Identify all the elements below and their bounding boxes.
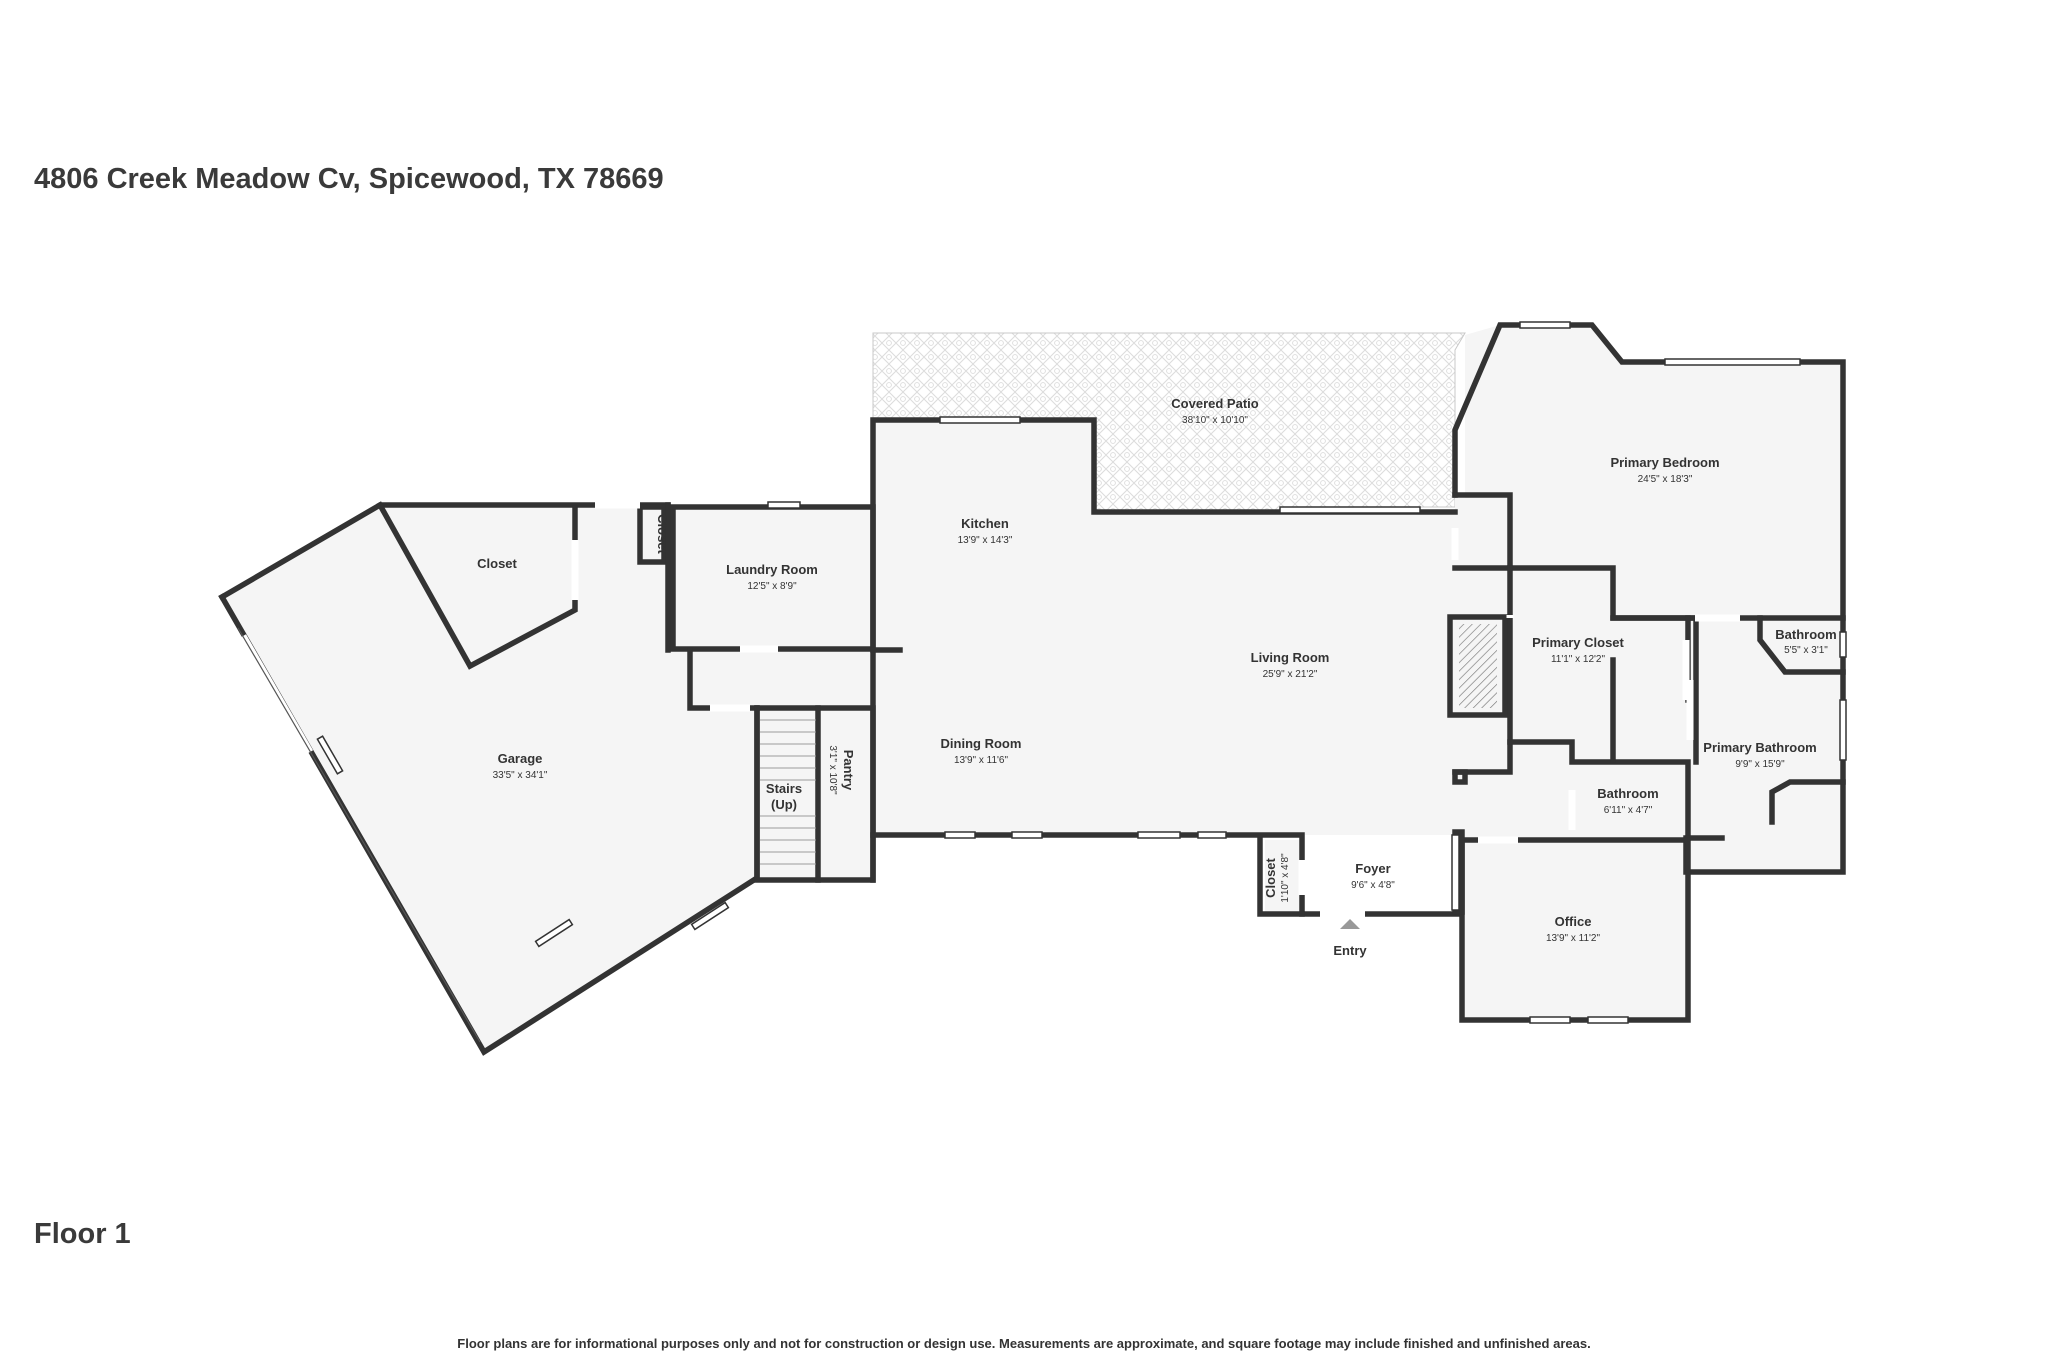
covered-patio-label: Covered Patio — [1171, 396, 1258, 411]
closet-small-label: Closet — [655, 514, 670, 554]
kitchen-label: Kitchen — [961, 516, 1009, 531]
bathroom-label: Bathroom — [1597, 786, 1658, 801]
fireplace — [1459, 624, 1497, 708]
stairs-sub-label: (Up) — [771, 797, 797, 812]
garage-door-line — [237, 627, 481, 1043]
primary-bedroom-label: Primary Bedroom — [1610, 455, 1719, 470]
primary-closet-dim: 11'1" x 12'2" — [1551, 654, 1606, 665]
disclaimer-text: Floor plans are for informational purpos… — [457, 1336, 1591, 1351]
stairs-label: Stairs — [766, 781, 802, 796]
primary-closet-label: Primary Closet — [1532, 635, 1624, 650]
closet-foyer-dim: 1'10" x 4'8" — [1280, 853, 1291, 903]
closet-foyer-label: Closet — [1263, 857, 1278, 897]
kitchen-dim: 13'9" x 14'3" — [958, 535, 1013, 546]
property-address: 4806 Creek Meadow Cv, Spicewood, TX 7866… — [34, 163, 664, 195]
pantry-label: Pantry — [841, 750, 856, 791]
windows — [316, 321, 1847, 1024]
closet-garage-label: Closet — [477, 556, 517, 571]
bathroom-dim: 6'11" x 4'7" — [1604, 805, 1653, 816]
bathroom-small-dim: 5'5" x 3'1" — [1784, 645, 1828, 656]
foyer-dim: 9'6" x 4'8" — [1351, 880, 1395, 891]
laundry-room-label: Laundry Room — [726, 562, 818, 577]
foyer-label: Foyer — [1355, 861, 1390, 876]
dining-room-label: Dining Room — [941, 736, 1022, 751]
primary-bathroom-dim: 9'9" x 15'9" — [1735, 759, 1785, 770]
entry-arrow-icon — [1340, 919, 1360, 929]
stair-treads — [760, 719, 816, 865]
room-labels: Covered Patio 38'10" x 10'10" Primary Be… — [477, 396, 1837, 958]
office-label: Office — [1555, 914, 1592, 929]
bathroom-small-label: Bathroom — [1775, 627, 1836, 642]
covered-patio-dim: 38'10" x 10'10" — [1182, 415, 1248, 426]
floor-label: Floor 1 — [34, 1218, 131, 1250]
laundry-room-dim: 12'5" x 8'9" — [747, 581, 797, 592]
dining-room-dim: 13'9" x 11'6" — [954, 755, 1009, 766]
primary-bedroom-dim: 24'5" x 18'3" — [1638, 474, 1693, 485]
pantry-dim: 3'1" x 10'8" — [827, 745, 838, 795]
floor-fills — [222, 325, 1843, 1052]
living-room-label: Living Room — [1251, 650, 1330, 665]
garage-label: Garage — [498, 751, 543, 766]
living-room-dim: 25'9" x 21'2" — [1263, 669, 1318, 680]
garage-dim: 33'5" x 34'1" — [493, 770, 548, 781]
entry-label: Entry — [1333, 943, 1367, 958]
primary-bathroom-label: Primary Bathroom — [1703, 740, 1816, 755]
office-dim: 13'9" x 11'2" — [1546, 933, 1601, 944]
